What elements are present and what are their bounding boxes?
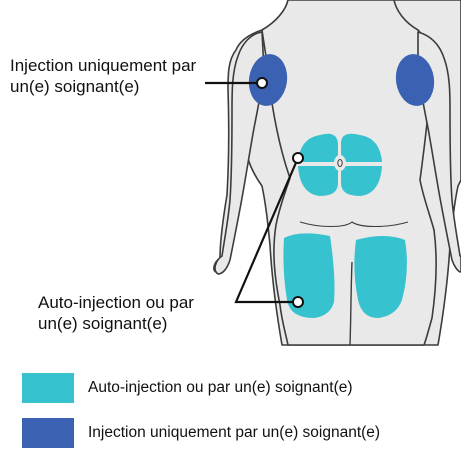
callout-self-or-caregiver: Auto-injection ou par un(e) soignant(e) <box>38 292 194 334</box>
callout-caregiver-only-line-1: Injection uniquement par <box>10 55 196 76</box>
legend-swatch-cyan <box>22 373 74 403</box>
legend-item-caregiver-only: Injection uniquement par un(e) soignant(… <box>22 418 380 448</box>
callout-caregiver-only-line-2: un(e) soignant(e) <box>10 76 196 97</box>
legend-item-self-or-caregiver: Auto-injection ou par un(e) soignant(e) <box>22 373 353 403</box>
leader-dot-arm <box>257 78 267 88</box>
legend-label-caregiver-only: Injection uniquement par un(e) soignant(… <box>88 424 380 442</box>
legend-label-self-or-caregiver: Auto-injection ou par un(e) soignant(e) <box>88 379 353 397</box>
callout-self-line-2: un(e) soignant(e) <box>38 313 194 334</box>
callout-self-line-1: Auto-injection ou par <box>38 292 194 313</box>
leader-dot-thigh <box>293 297 303 307</box>
legend-swatch-blue <box>22 418 74 448</box>
site-right-thigh <box>354 236 407 318</box>
callout-caregiver-only: Injection uniquement par un(e) soignant(… <box>10 55 196 97</box>
leader-dot-abdomen <box>293 153 303 163</box>
site-left-thigh <box>283 233 334 318</box>
